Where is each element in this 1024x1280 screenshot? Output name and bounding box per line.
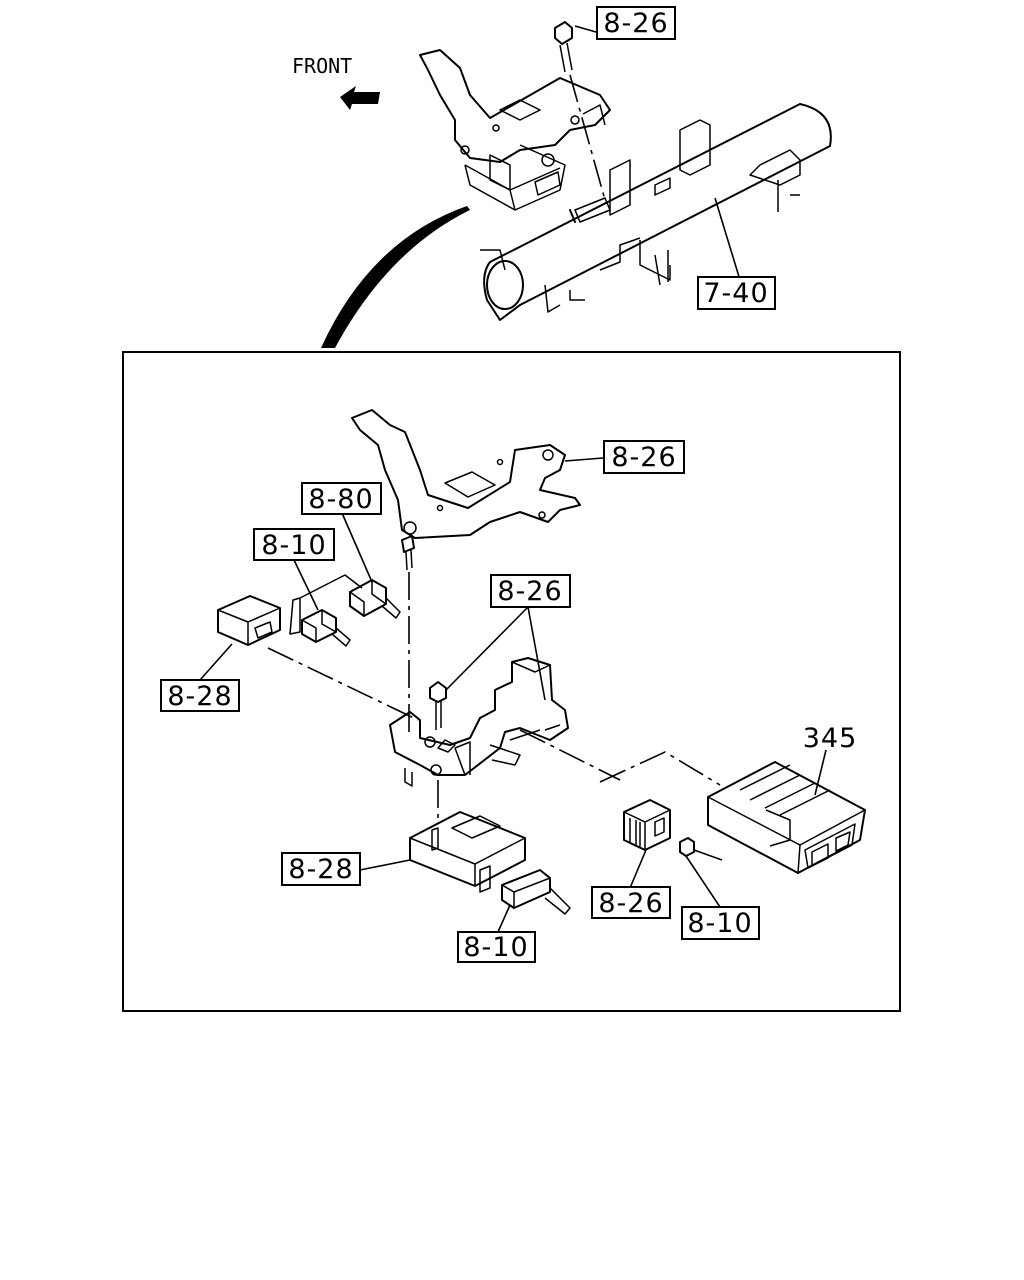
callout-connector-lower: 8-10 <box>457 931 536 963</box>
control-unit <box>599 749 866 874</box>
callout-detail-bracket-text: 8-26 <box>611 442 676 473</box>
front-arrow-icon <box>340 86 380 110</box>
callout-cross-member-text: 7-40 <box>703 278 768 309</box>
callout-connector-upper-text: 8-80 <box>308 484 373 515</box>
connector-lower <box>497 869 571 933</box>
callout-module-lower-text: 8-28 <box>288 854 353 885</box>
callout-relay-connector-text: 8-10 <box>687 908 752 939</box>
top-bolt-icon <box>554 21 606 201</box>
callout-top-bolt-text: 8-26 <box>603 8 668 39</box>
bracket-bolt-icon <box>401 535 415 735</box>
relay-connector <box>679 837 723 908</box>
callout-module-lower: 8-28 <box>281 852 361 886</box>
overview-assembly: FRONT <box>292 6 832 348</box>
module-lower <box>359 811 526 893</box>
callout-top-bolt: 8-26 <box>596 6 676 40</box>
callout-module-left-text: 8-28 <box>167 681 232 712</box>
main-bracket <box>351 409 604 539</box>
center-bracket <box>389 657 621 787</box>
callout-connector-mid-text: 8-10 <box>261 530 326 561</box>
callout-detail-bracket: 8-26 <box>603 440 685 474</box>
connector-upper <box>341 512 401 619</box>
detail-pointer-arrow-icon <box>321 206 470 348</box>
front-label: FRONT <box>292 54 352 78</box>
callout-relay: 8-26 <box>591 886 671 919</box>
center-nut-icon <box>429 606 546 830</box>
relay <box>623 799 671 889</box>
callout-bolt-center: 8-26 <box>490 574 571 608</box>
detail-frame <box>122 351 901 1012</box>
connector-mid <box>289 559 363 647</box>
callout-connector-mid: 8-10 <box>253 528 335 561</box>
callout-connector-upper: 8-80 <box>301 482 382 515</box>
callout-connector-lower-text: 8-10 <box>463 932 528 963</box>
detail-view: 8-26 8-80 8-10 8-26 8-28 345 8-28 8-26 <box>160 409 866 963</box>
overview-bracket <box>419 25 611 211</box>
cross-member <box>480 103 832 321</box>
callout-control-unit: 345 <box>803 723 858 754</box>
callout-control-unit-text: 345 <box>803 723 858 754</box>
callout-cross-member: 7-40 <box>697 276 776 310</box>
module-left <box>199 595 419 721</box>
callout-relay-connector: 8-10 <box>681 906 760 940</box>
callout-relay-text: 8-26 <box>598 888 663 919</box>
callout-bolt-center-text: 8-26 <box>497 576 562 607</box>
callout-module-left: 8-28 <box>160 679 240 712</box>
